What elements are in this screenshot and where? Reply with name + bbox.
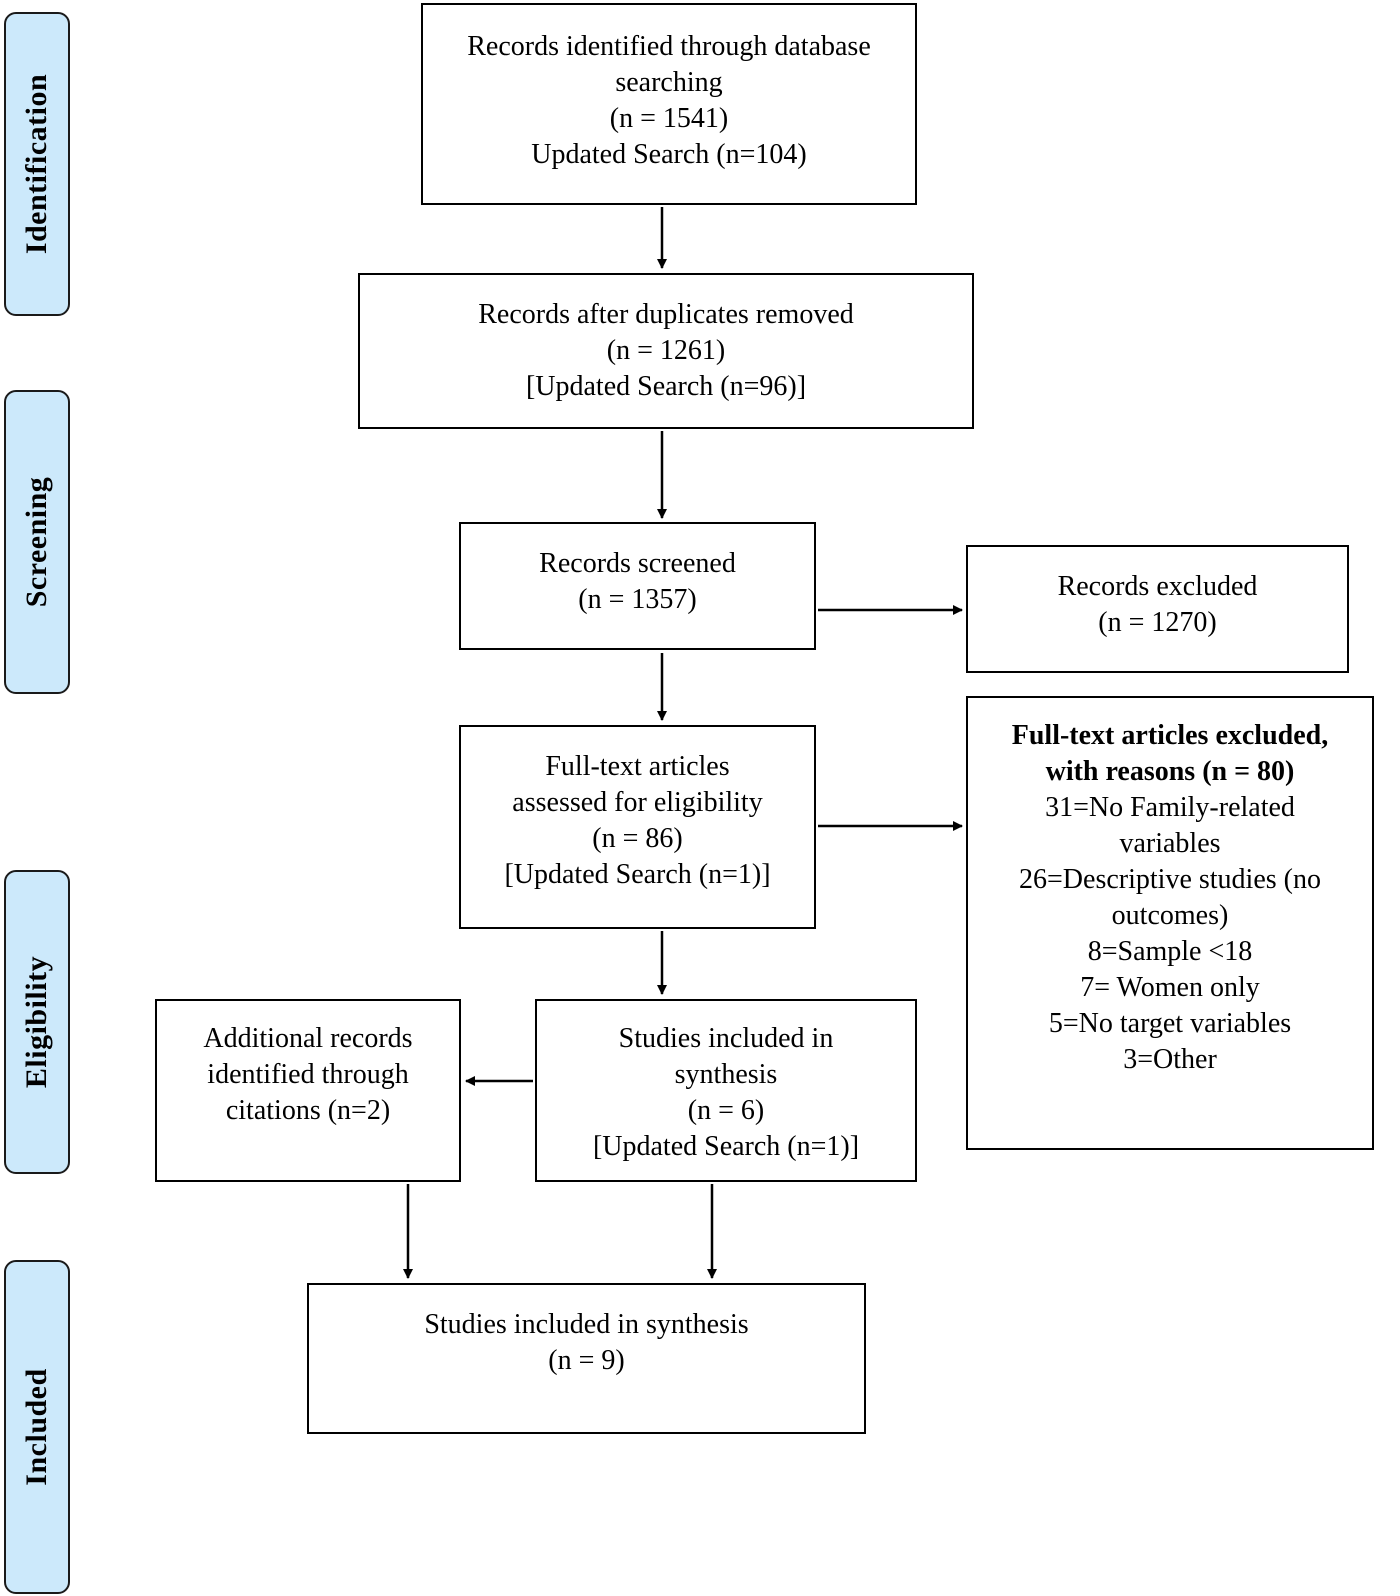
box-text-line: searching — [615, 67, 723, 98]
box-text-line: (n = 1357) — [578, 584, 697, 615]
box-text-line: (n = 1261) — [606, 335, 726, 366]
box-records-identified: Records identified through database sear… — [421, 3, 917, 205]
exclusion-reason: 31=No Family-related — [1045, 792, 1295, 823]
box-fulltext-assessed: Full-text articles assessed for eligibil… — [459, 725, 816, 929]
box-studies-included-final: Studies included in synthesis (n = 9) — [307, 1283, 866, 1434]
box-records-screened: Records screened (n = 1357) — [459, 522, 816, 650]
exclusion-reason: variables — [1119, 828, 1221, 859]
box-studies-included-partial: Studies included in synthesis (n = 6) [U… — [535, 999, 917, 1182]
exclusion-reason: 26=Descriptive studies (no — [1019, 864, 1321, 895]
box-text-line: Records identified through database — [467, 31, 871, 62]
box-text-line: Studies included in synthesis — [424, 1309, 749, 1340]
box-text-line: (n = 9) — [548, 1345, 625, 1376]
box-text-line: Records after duplicates removed — [478, 299, 854, 330]
box-text-line: identified through — [207, 1059, 409, 1090]
box-fulltext-excluded: Full-text articles excluded, with reason… — [966, 696, 1374, 1150]
box-text-line: (n = 86) — [592, 823, 683, 854]
box-text-line: Updated Search (n=104) — [531, 139, 807, 170]
box-heading-line: with reasons (n = 80) — [1045, 756, 1295, 787]
exclusion-reason: 8=Sample <18 — [1087, 936, 1253, 967]
exclusion-reason: 3=Other — [1123, 1044, 1217, 1075]
box-text-line: [Updated Search (n=1)] — [504, 859, 771, 890]
stage-identification: Identification — [4, 12, 70, 316]
box-additional-records: Additional records identified through ci… — [155, 999, 461, 1182]
stage-eligibility: Eligibility — [4, 870, 70, 1174]
stage-included: Included — [4, 1260, 70, 1594]
box-text-line: Studies included in — [618, 1023, 834, 1054]
box-text-line: synthesis — [674, 1059, 778, 1090]
exclusion-reason: outcomes) — [1111, 900, 1229, 931]
box-text-line: Records screened — [539, 548, 736, 579]
box-text-line: Records excluded — [1057, 571, 1258, 602]
box-text-line: Additional records — [203, 1023, 413, 1054]
box-text-line: (n = 1270) — [1098, 607, 1217, 638]
box-text-line: (n = 6) — [687, 1095, 765, 1126]
stage-screening: Screening — [4, 390, 70, 694]
exclusion-reason: 5=No target variables — [1048, 1008, 1292, 1039]
box-text-line: [Updated Search (n=1)] — [592, 1131, 860, 1162]
box-text-line: citations (n=2) — [225, 1095, 391, 1126]
box-text-line: [Updated Search (n=96)] — [525, 371, 807, 402]
box-records-after-duplicates: Records after duplicates removed (n = 12… — [358, 273, 974, 429]
box-heading-line: Full-text articles excluded, — [1011, 720, 1329, 751]
box-text-line: Full-text articles — [545, 751, 730, 782]
box-records-excluded: Records excluded (n = 1270) — [966, 545, 1349, 673]
box-text-line: (n = 1541) — [609, 103, 729, 134]
box-text-line: assessed for eligibility — [512, 787, 763, 818]
exclusion-reason: 7= Women only — [1080, 972, 1260, 1003]
